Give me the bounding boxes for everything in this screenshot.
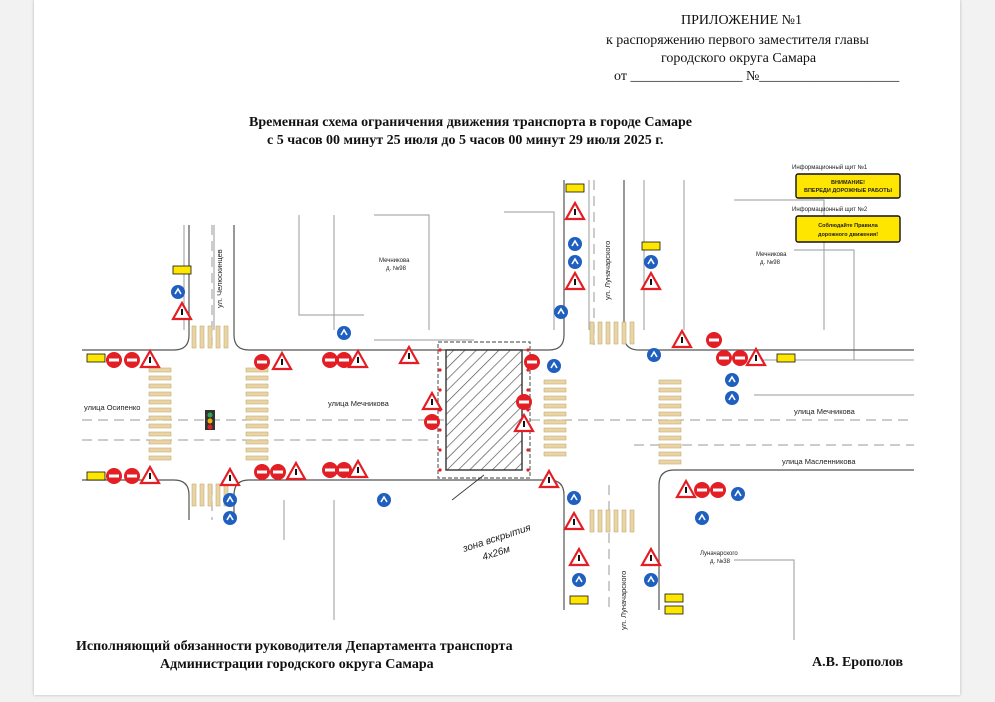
street-mechnikova-left-label: улица Мечникова — [328, 399, 390, 408]
road-signs — [86, 183, 796, 615]
appendix-title: ПРИЛОЖЕНИЕ №1 — [681, 13, 802, 28]
work-zone-label: зона вскрытия 4х26м — [461, 522, 533, 563]
traffic-light-icon — [205, 410, 215, 430]
street-maslennikova-label: улица Масленникова — [782, 457, 856, 466]
svg-text:д. №98: д. №98 — [760, 259, 781, 266]
document-title-line-1: Временная схема ограничения движения тра… — [249, 115, 692, 130]
street-osipenko-label: улица Осипенко — [84, 403, 140, 412]
from-label: от — [614, 69, 627, 84]
traffic-schema: Информационный щит №1 ВНИМАНИЕ! ВПЕРЕДИ … — [82, 164, 914, 640]
svg-text:ВПЕРЕДИ ДОРОЖНЫЕ РАБОТЫ: ВПЕРЕДИ ДОРОЖНЫЕ РАБОТЫ — [804, 188, 893, 194]
street-lunacharskogo-top-label: ул. Луначарского — [603, 241, 612, 300]
svg-text:д. №98: д. №98 — [386, 265, 407, 272]
svg-text:ВНИМАНИЕ!: ВНИМАНИЕ! — [831, 180, 865, 186]
building-label-top-right: Мечникова д. №98 — [756, 252, 787, 266]
svg-text:дорожного движения!: дорожного движения! — [818, 232, 878, 238]
number-blank: ____________________ — [759, 69, 900, 84]
building-label-top-left: Мечникова д. №98 — [379, 258, 410, 272]
street-chelyuskintsev-label: ул. Челюскинцев — [215, 249, 224, 308]
appendix-line-1: к распоряжению первого заместителя главы — [606, 33, 869, 48]
document-title-line-2: с 5 часов 00 минут 25 июля до 5 часов 00… — [267, 133, 664, 148]
document-page: ПРИЛОЖЕНИЕ №1 к распоряжению первого зам… — [34, 0, 960, 695]
svg-text:Информационный щит №1: Информационный щит №1 — [792, 164, 868, 171]
appendix-line-2: городского округа Самара — [661, 51, 817, 66]
svg-text:д. №38: д. №38 — [710, 558, 731, 565]
info-board-2: Информационный щит №2 Соблюдайте Правила… — [792, 206, 901, 243]
street-lunacharskogo-bottom-label: ул. Луначарского — [619, 571, 628, 630]
date-blank: ________________ — [630, 69, 743, 84]
svg-text:Луначарского: Луначарского — [700, 551, 738, 557]
building-outlines — [183, 180, 914, 640]
signer-line-2: Администрации городского округа Самара — [160, 657, 434, 672]
svg-text:Соблюдайте Правила: Соблюдайте Правила — [818, 222, 879, 229]
svg-text:Мечникова: Мечникова — [756, 252, 787, 258]
svg-text:Информационный щит №2: Информационный щит №2 — [792, 206, 868, 213]
number-label: № — [745, 69, 760, 84]
appendix-date-line: от ________________ №___________________… — [614, 69, 899, 85]
crosswalks — [148, 321, 682, 533]
building-label-bottom-right: Луначарского д. №38 — [700, 551, 738, 565]
work-zone — [437, 341, 531, 501]
info-board-1: Информационный щит №1 ВНИМАНИЕ! ВПЕРЕДИ … — [792, 164, 901, 199]
street-mechnikova-right-label: улица Мечникова — [794, 407, 856, 416]
signer-name: А.В. Ерополов — [812, 655, 904, 670]
signer-line-1: Исполняющий обязанности руководителя Деп… — [76, 639, 513, 654]
svg-text:Мечникова: Мечникова — [379, 258, 410, 264]
